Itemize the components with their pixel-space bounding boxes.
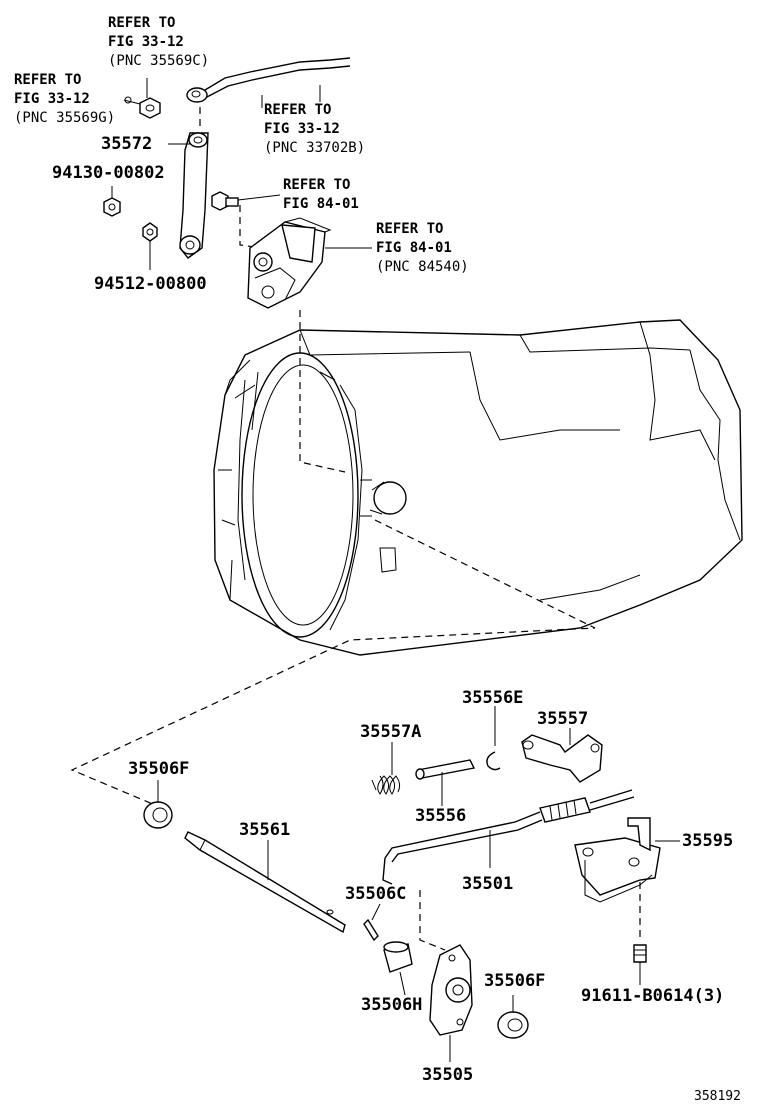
control-cable-top [186,57,351,103]
label-35556: 35556 [415,806,467,826]
ref-left-line1: REFER TO [14,72,82,88]
collar-35506h [383,941,413,996]
label-35557: 35557 [537,709,589,729]
ref-mid-line2: FIG 33-12 [264,121,340,137]
label-35557a: 35557A [360,722,422,742]
ref-top-line3: (PNC 35569C) [108,53,210,69]
nut-35569g [123,96,161,119]
washer-94512 [142,222,158,270]
dash-switch-case [299,310,346,473]
ref-left-line3: (PNC 35569G) [14,110,116,126]
spring-35557a [371,742,401,795]
bolt-84-01 [211,191,281,211]
label-35505: 35505 [422,1065,474,1085]
ref-bolt-line2: FIG 84-01 [283,196,359,212]
label-35506f-right: 35506F [484,971,546,991]
ref-top-line1: REFER TO [108,15,176,31]
label-35506f-left: 35506F [128,759,190,779]
ref-switch-line3: (PNC 84540) [376,259,469,275]
seal-35506f-left [143,780,173,829]
bracket-35595 [574,817,680,903]
label-35506h: 35506H [361,995,423,1015]
ref-switch-line2: FIG 84-01 [376,240,452,256]
transmission-case [213,319,743,656]
shaft-35561 [184,831,346,934]
label-35595: 35595 [682,831,734,851]
detent-plate-35557 [521,728,603,783]
clip-35556e [486,706,501,771]
label-35501: 35501 [462,874,514,894]
seal-35506f-right [497,995,529,1039]
bolt-91611 [633,882,647,985]
label-94512-00800: 94512-00800 [94,274,207,294]
ref-top-line2: FIG 33-12 [108,34,184,50]
label-35572: 35572 [101,134,153,154]
cable-35501 [382,789,635,885]
ref-bolt-line1: REFER TO [283,177,351,193]
label-35556e: 35556E [462,688,524,708]
label-91611-b0614: 91611-B0614(3) [581,986,725,1006]
label-35561: 35561 [239,820,291,840]
pin-35556 [415,759,476,806]
pin-35506c [363,903,381,942]
lever-35505 [419,890,473,1062]
neutral-start-switch [247,217,372,309]
lever-35572 [168,132,209,259]
nut-94130 [103,186,121,217]
label-94130-00802: 94130-00802 [52,163,165,183]
ref-mid-line3: (PNC 33702B) [264,140,366,156]
ref-mid-line1: REFER TO [264,102,332,118]
figure-number: 358192 [694,1089,741,1104]
label-35506c: 35506C [345,884,407,904]
ref-left-line2: FIG 33-12 [14,91,90,107]
ref-switch-line1: REFER TO [376,221,444,237]
